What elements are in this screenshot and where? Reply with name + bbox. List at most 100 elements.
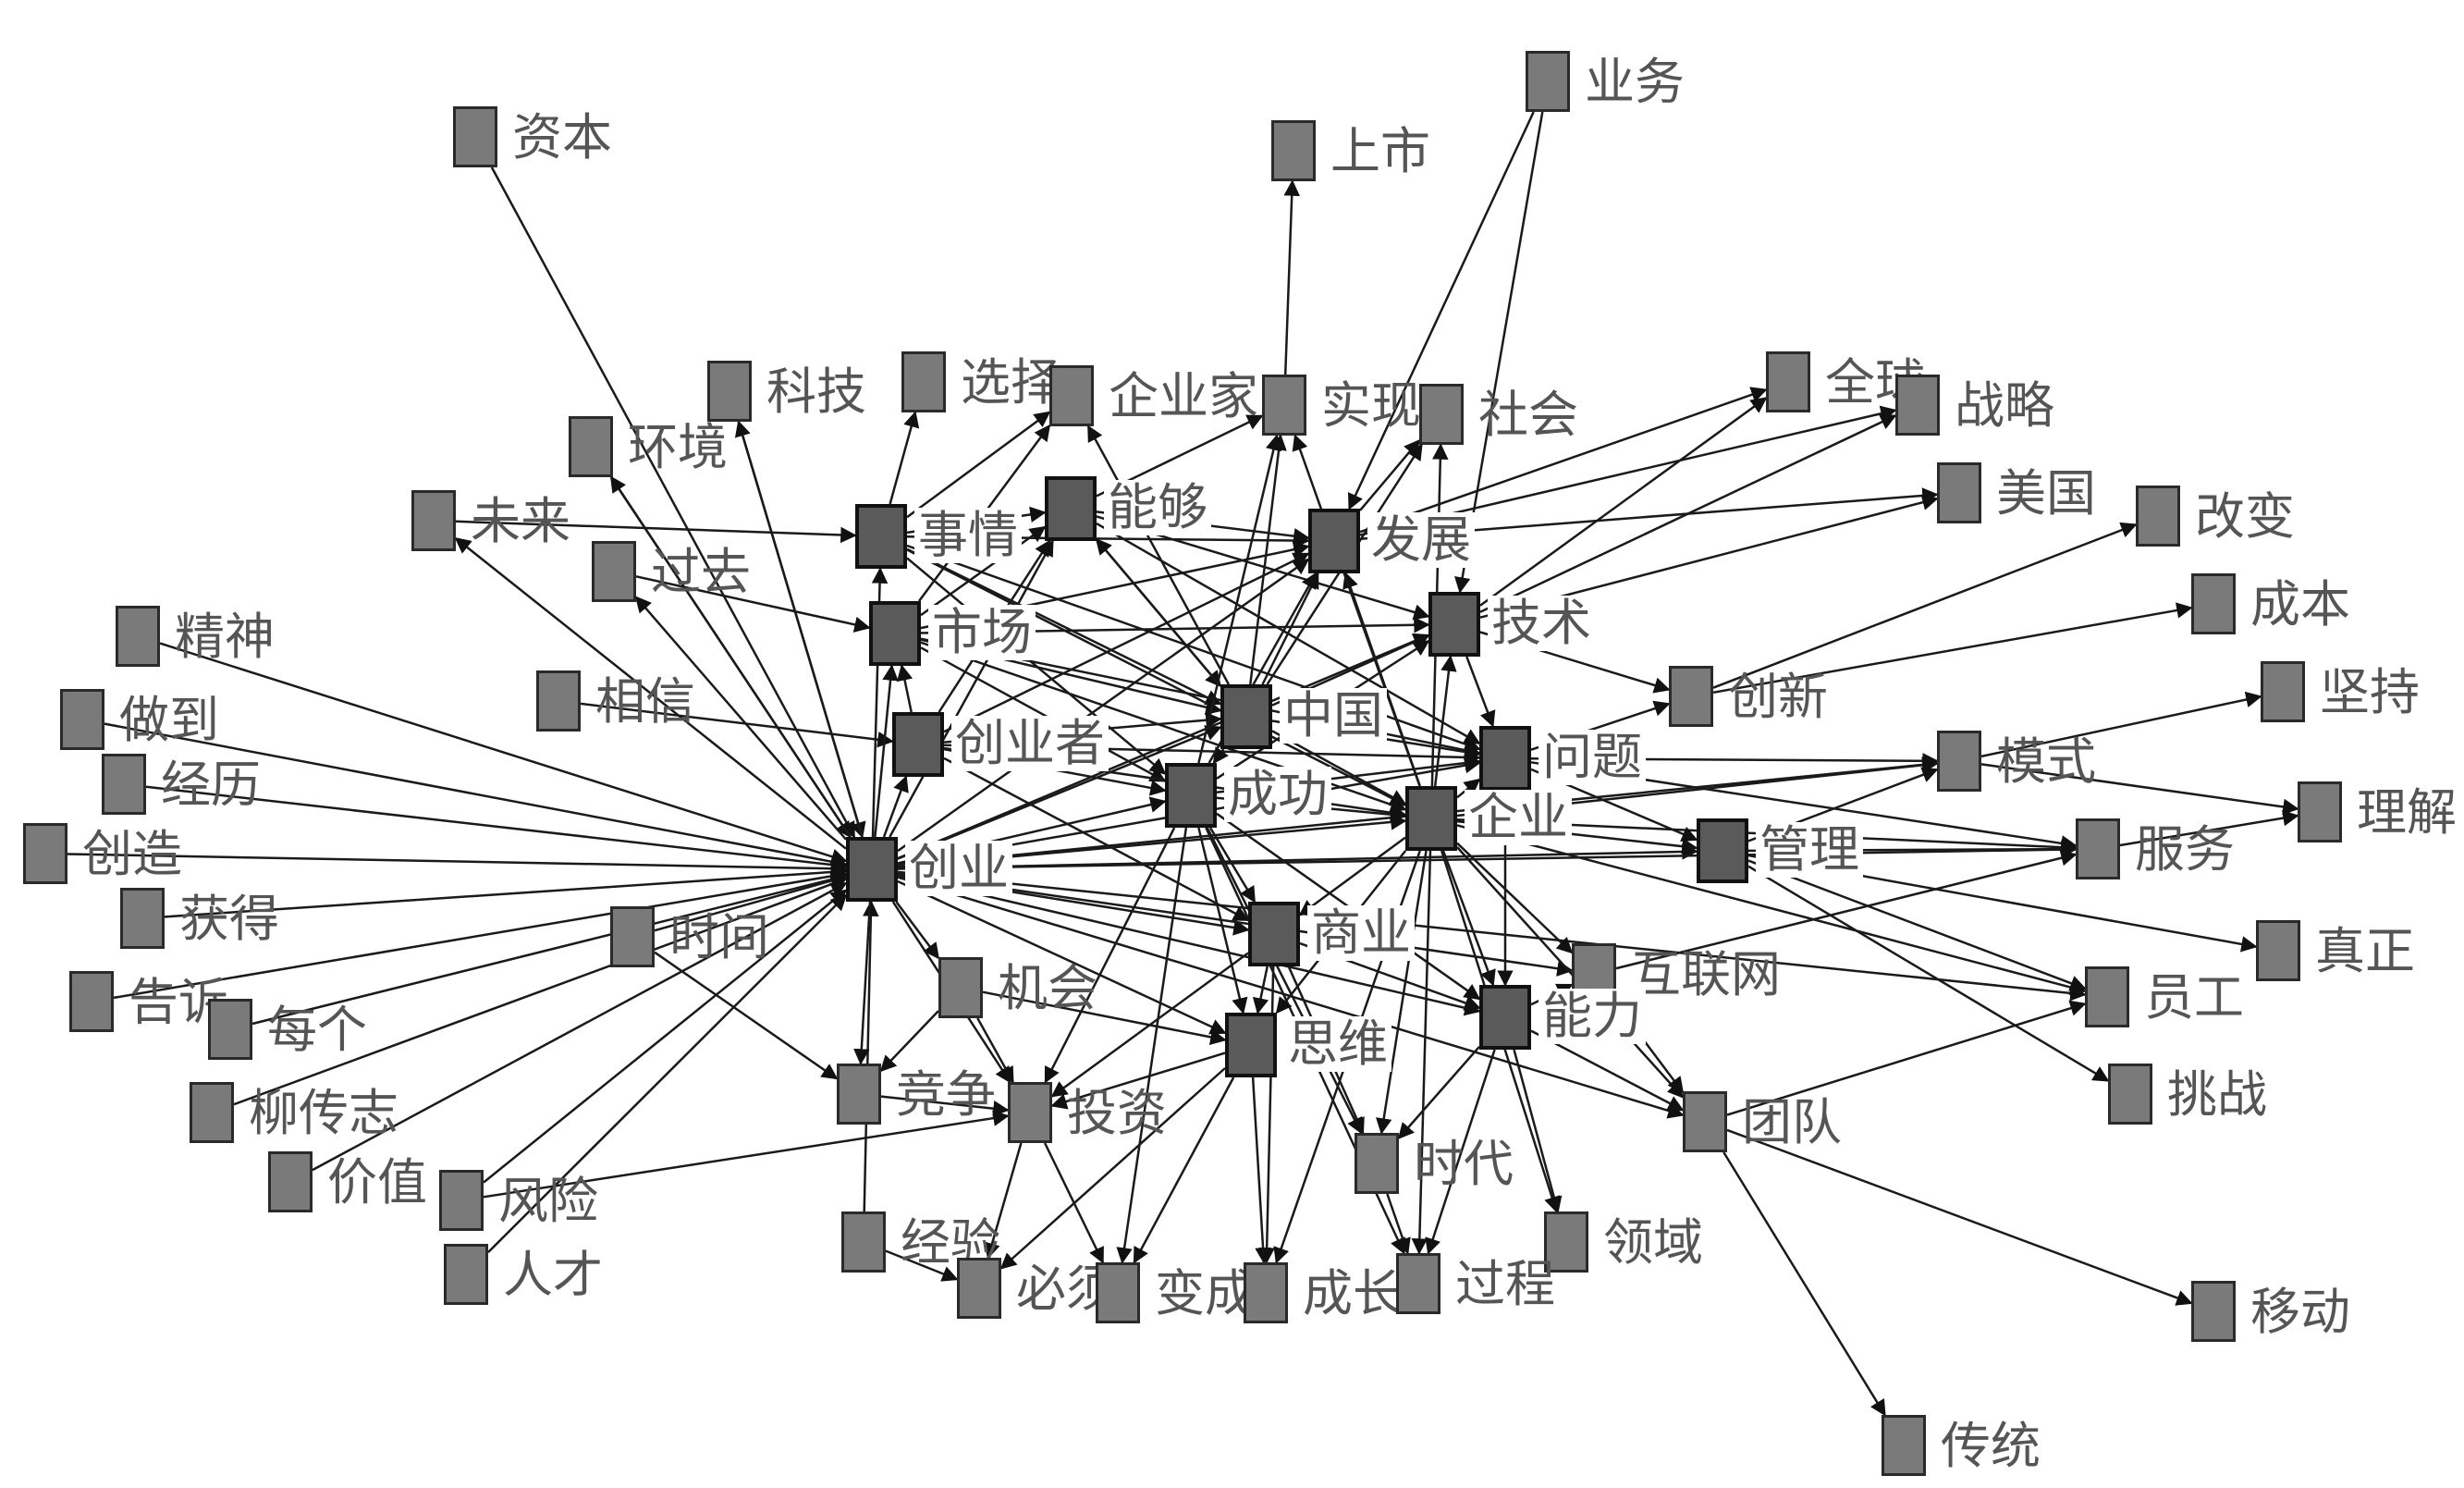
edge-lcz-cy (233, 876, 848, 1106)
edge-zg-cg (1212, 746, 1229, 765)
node-box (1895, 375, 1940, 436)
edge-sq-qyj (906, 411, 1051, 519)
edge-rc-cy (487, 893, 848, 1253)
edge-cg-sx (1197, 434, 1281, 764)
node-box (1697, 818, 1748, 883)
node-label: 业务 (1585, 53, 1685, 111)
node-box (2136, 486, 2180, 547)
edge-cy-fw (897, 841, 2078, 870)
edge-jzh-cy (312, 881, 848, 1172)
edge-nl-gc (1425, 1049, 1496, 1255)
node-label: 挑战 (2167, 1065, 2267, 1124)
node-box (60, 689, 104, 750)
node-label: 风险 (498, 1172, 598, 1230)
node-box (707, 361, 752, 422)
node-label: 战略 (1955, 376, 2054, 435)
node-label: 移动 (2250, 1283, 2350, 1341)
node-label: 成功 (1224, 767, 1331, 822)
node-label: 企业 (1465, 790, 1572, 845)
node-box (102, 754, 146, 815)
node-label: 领域 (1603, 1213, 1703, 1272)
node-label: 每个 (267, 1001, 367, 1059)
edge-jh-tzi (976, 1017, 1014, 1084)
node-box (1526, 51, 1570, 112)
edge-cy-cyz (882, 775, 909, 838)
edge-qy-sx (1292, 434, 1421, 787)
edge-sq-zg (906, 547, 1222, 706)
edge-cy-hj (609, 475, 852, 838)
node-label: 成长 (1303, 1264, 1403, 1322)
node-label: 商业 (1307, 905, 1415, 961)
edge-fx-cy (483, 889, 848, 1184)
node-box (901, 351, 946, 412)
edge-sw-bc (1133, 1076, 1235, 1264)
node-label: 做到 (119, 691, 219, 749)
edge-cx-gb (1712, 522, 2138, 689)
edge-tzi-bc (1043, 1142, 1105, 1264)
node-label: 真正 (2315, 922, 2415, 980)
node-label: 中国 (1280, 688, 1387, 744)
edge-jl-cy (145, 785, 848, 873)
edge-cyz-fz (943, 552, 1310, 733)
node-label: 能够 (1104, 480, 1211, 535)
node-box (1355, 1133, 1399, 1194)
node-box (1419, 384, 1464, 445)
node-label: 竞争 (896, 1065, 996, 1124)
edge-ms-lj (1980, 763, 2299, 816)
edge-cy-wl (454, 537, 847, 850)
edge-tzi-bx (984, 1142, 1023, 1260)
node-label: 经历 (161, 756, 261, 814)
edge-sc-cg (920, 646, 1167, 782)
node-label: 上市 (1330, 122, 1430, 180)
node-label: 传统 (1941, 1417, 2041, 1475)
node-box (268, 1151, 313, 1212)
node-label: 过程 (1455, 1255, 1555, 1313)
node-label: 机会 (998, 959, 1097, 1017)
edge-gs-cy (113, 867, 848, 1000)
node-box (1220, 684, 1272, 749)
node-box (1544, 1211, 1588, 1273)
node-label: 模式 (1996, 732, 2096, 791)
node-box (938, 957, 983, 1018)
edge-qy-js (1433, 655, 1457, 787)
node-label: 创业者 (951, 716, 1109, 771)
edge-fx-tzi (483, 1110, 1010, 1199)
node-label: 创业 (905, 841, 1012, 896)
node-box (1479, 726, 1531, 791)
node-label: 管理 (1756, 822, 1863, 878)
node-box (841, 1211, 886, 1273)
edge-nl-ly (1513, 1049, 1563, 1213)
node-label: 实现 (1321, 376, 1421, 435)
node-box (1308, 509, 1360, 573)
node-box (869, 601, 921, 666)
node-box (2191, 573, 2236, 634)
node-label: 互联网 (1631, 945, 1781, 1003)
edge-xx-cyz (580, 702, 894, 748)
edge-zg-ng (1095, 537, 1221, 687)
edge-zg-fz (1261, 572, 1319, 685)
edge-ms-jc (1980, 691, 2262, 758)
node-label: 市场 (928, 605, 1036, 660)
node-label: 选择 (961, 353, 1060, 412)
node-box (846, 837, 898, 902)
node-box (1248, 902, 1300, 966)
edge-nl-sd (1397, 1045, 1480, 1140)
edge-jsh-cy (159, 642, 848, 865)
node-label: 社会 (1478, 386, 1578, 444)
node-box (453, 106, 497, 167)
node-box (1766, 351, 1810, 412)
node-label: 科技 (766, 363, 866, 421)
edge-sy-cz (1258, 965, 1275, 1264)
node-label: 坚持 (2320, 663, 2420, 721)
edge-sq-qy (906, 548, 1407, 806)
edge-hlw-fw (1615, 850, 2078, 970)
edge-qy-td (1456, 846, 1685, 1099)
edge-cg-tzi (1044, 827, 1176, 1084)
edge-jh-jz (879, 1010, 939, 1073)
edge-sj-cy (654, 872, 848, 932)
node-box (1045, 476, 1097, 541)
edge-js-wt (1465, 656, 1496, 728)
edge-fz-qq (1359, 387, 1768, 534)
edge-yw-fz (1348, 111, 1535, 510)
